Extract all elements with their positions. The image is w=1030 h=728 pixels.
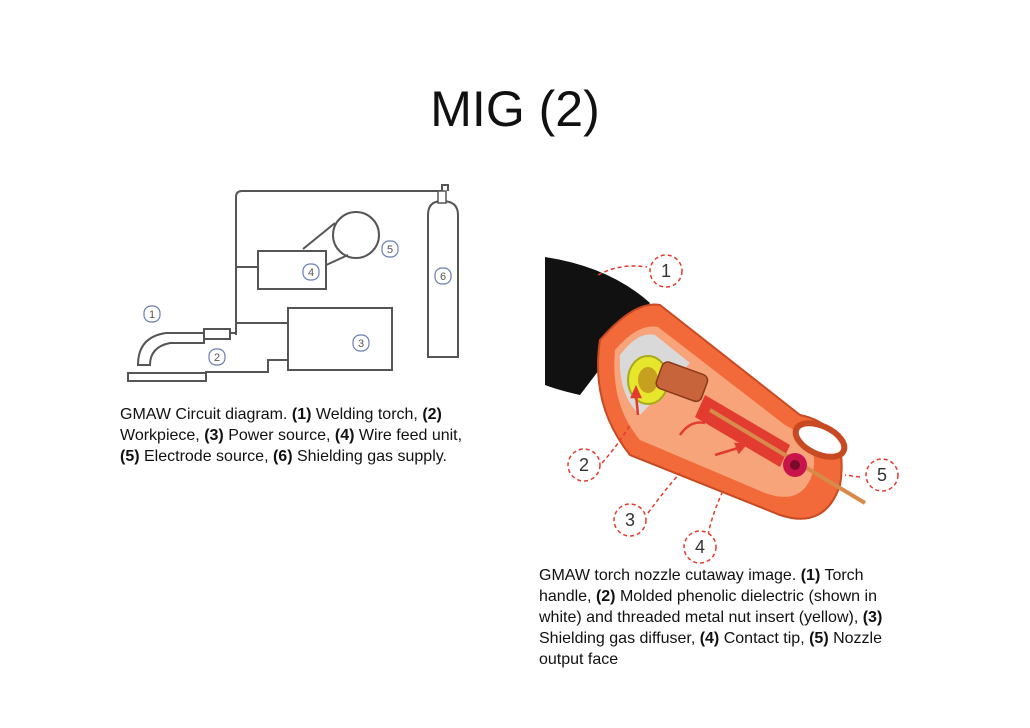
svg-text:5: 5 <box>387 244 393 256</box>
caption-run: Power source, <box>223 427 335 444</box>
svg-text:4: 4 <box>695 537 705 557</box>
svg-text:4: 4 <box>308 267 314 279</box>
svg-text:3: 3 <box>625 510 635 530</box>
svg-text:6: 6 <box>440 271 446 283</box>
caption-run: Contact tip, <box>719 630 810 647</box>
caption-run: (1) <box>291 406 312 423</box>
caption-run: (4) <box>699 630 720 647</box>
torch-label-5: 5 <box>865 458 899 492</box>
circuit-label-4: 4 <box>302 263 320 281</box>
torch-label-3: 3 <box>613 503 647 537</box>
slide-title: MIG (2) <box>430 81 600 137</box>
torch-handle <box>545 257 650 395</box>
caption-run: (2) <box>595 588 616 605</box>
svg-text:2: 2 <box>214 352 220 364</box>
electrode-spool-icon <box>332 211 380 259</box>
svg-text:1: 1 <box>149 309 155 321</box>
gas-diffuser <box>655 361 709 403</box>
svg-text:1: 1 <box>661 261 671 281</box>
torch-cutaway-diagram: 1 2 3 4 5 <box>545 254 899 564</box>
power-source-box <box>287 307 393 371</box>
caption-run: (3) <box>862 609 883 626</box>
caption-run: (5) <box>120 448 140 465</box>
workpiece-icon <box>127 372 207 382</box>
caption-run: Shielding gas diffuser, <box>539 630 700 647</box>
caption-run: (3) <box>204 427 224 444</box>
circuit-caption: GMAW Circuit diagram. (1) Welding torch,… <box>120 404 465 467</box>
caption-run: (5) <box>809 630 829 647</box>
caption-run: Workpiece, <box>120 427 205 444</box>
caption-run: (6) <box>272 448 293 465</box>
torch-label-4: 4 <box>683 530 717 564</box>
caption-run: Welding torch, <box>311 406 423 423</box>
torch-label-2: 2 <box>567 448 601 482</box>
caption-run: Wire feed unit, <box>354 427 463 444</box>
welding-torch-icon <box>136 328 231 366</box>
circuit-label-3: 3 <box>352 334 370 352</box>
circuit-label-6: 6 <box>434 267 452 285</box>
circuit-label-5: 5 <box>381 240 399 258</box>
svg-text:3: 3 <box>358 338 364 350</box>
gmaw-circuit-diagram: 1 2 3 4 5 6 <box>127 184 459 382</box>
caption-run: GMAW torch nozzle cutaway image. <box>539 567 801 584</box>
caption-run: (4) <box>334 427 355 444</box>
circuit-label-2: 2 <box>208 348 226 366</box>
caption-run: Electrode source, <box>139 448 273 465</box>
caption-run: GMAW Circuit diagram. <box>120 406 292 423</box>
circuit-label-1: 1 <box>143 305 161 323</box>
torch-label-1: 1 <box>649 254 683 288</box>
caption-run: Molded phenolic dielectric (shown in whi… <box>539 588 877 626</box>
caption-run: Nozzle output face <box>539 630 883 668</box>
svg-text:5: 5 <box>877 465 887 485</box>
caption-run: (2) <box>422 406 442 423</box>
caption-run: Torch handle, <box>539 567 864 605</box>
torch-caption: GMAW torch nozzle cutaway image. (1) Tor… <box>539 565 919 670</box>
svg-text:2: 2 <box>579 455 589 475</box>
caption-run: Shielding gas supply. <box>292 448 447 465</box>
nozzle-opening <box>792 420 848 460</box>
caption-run: (1) <box>800 567 821 584</box>
